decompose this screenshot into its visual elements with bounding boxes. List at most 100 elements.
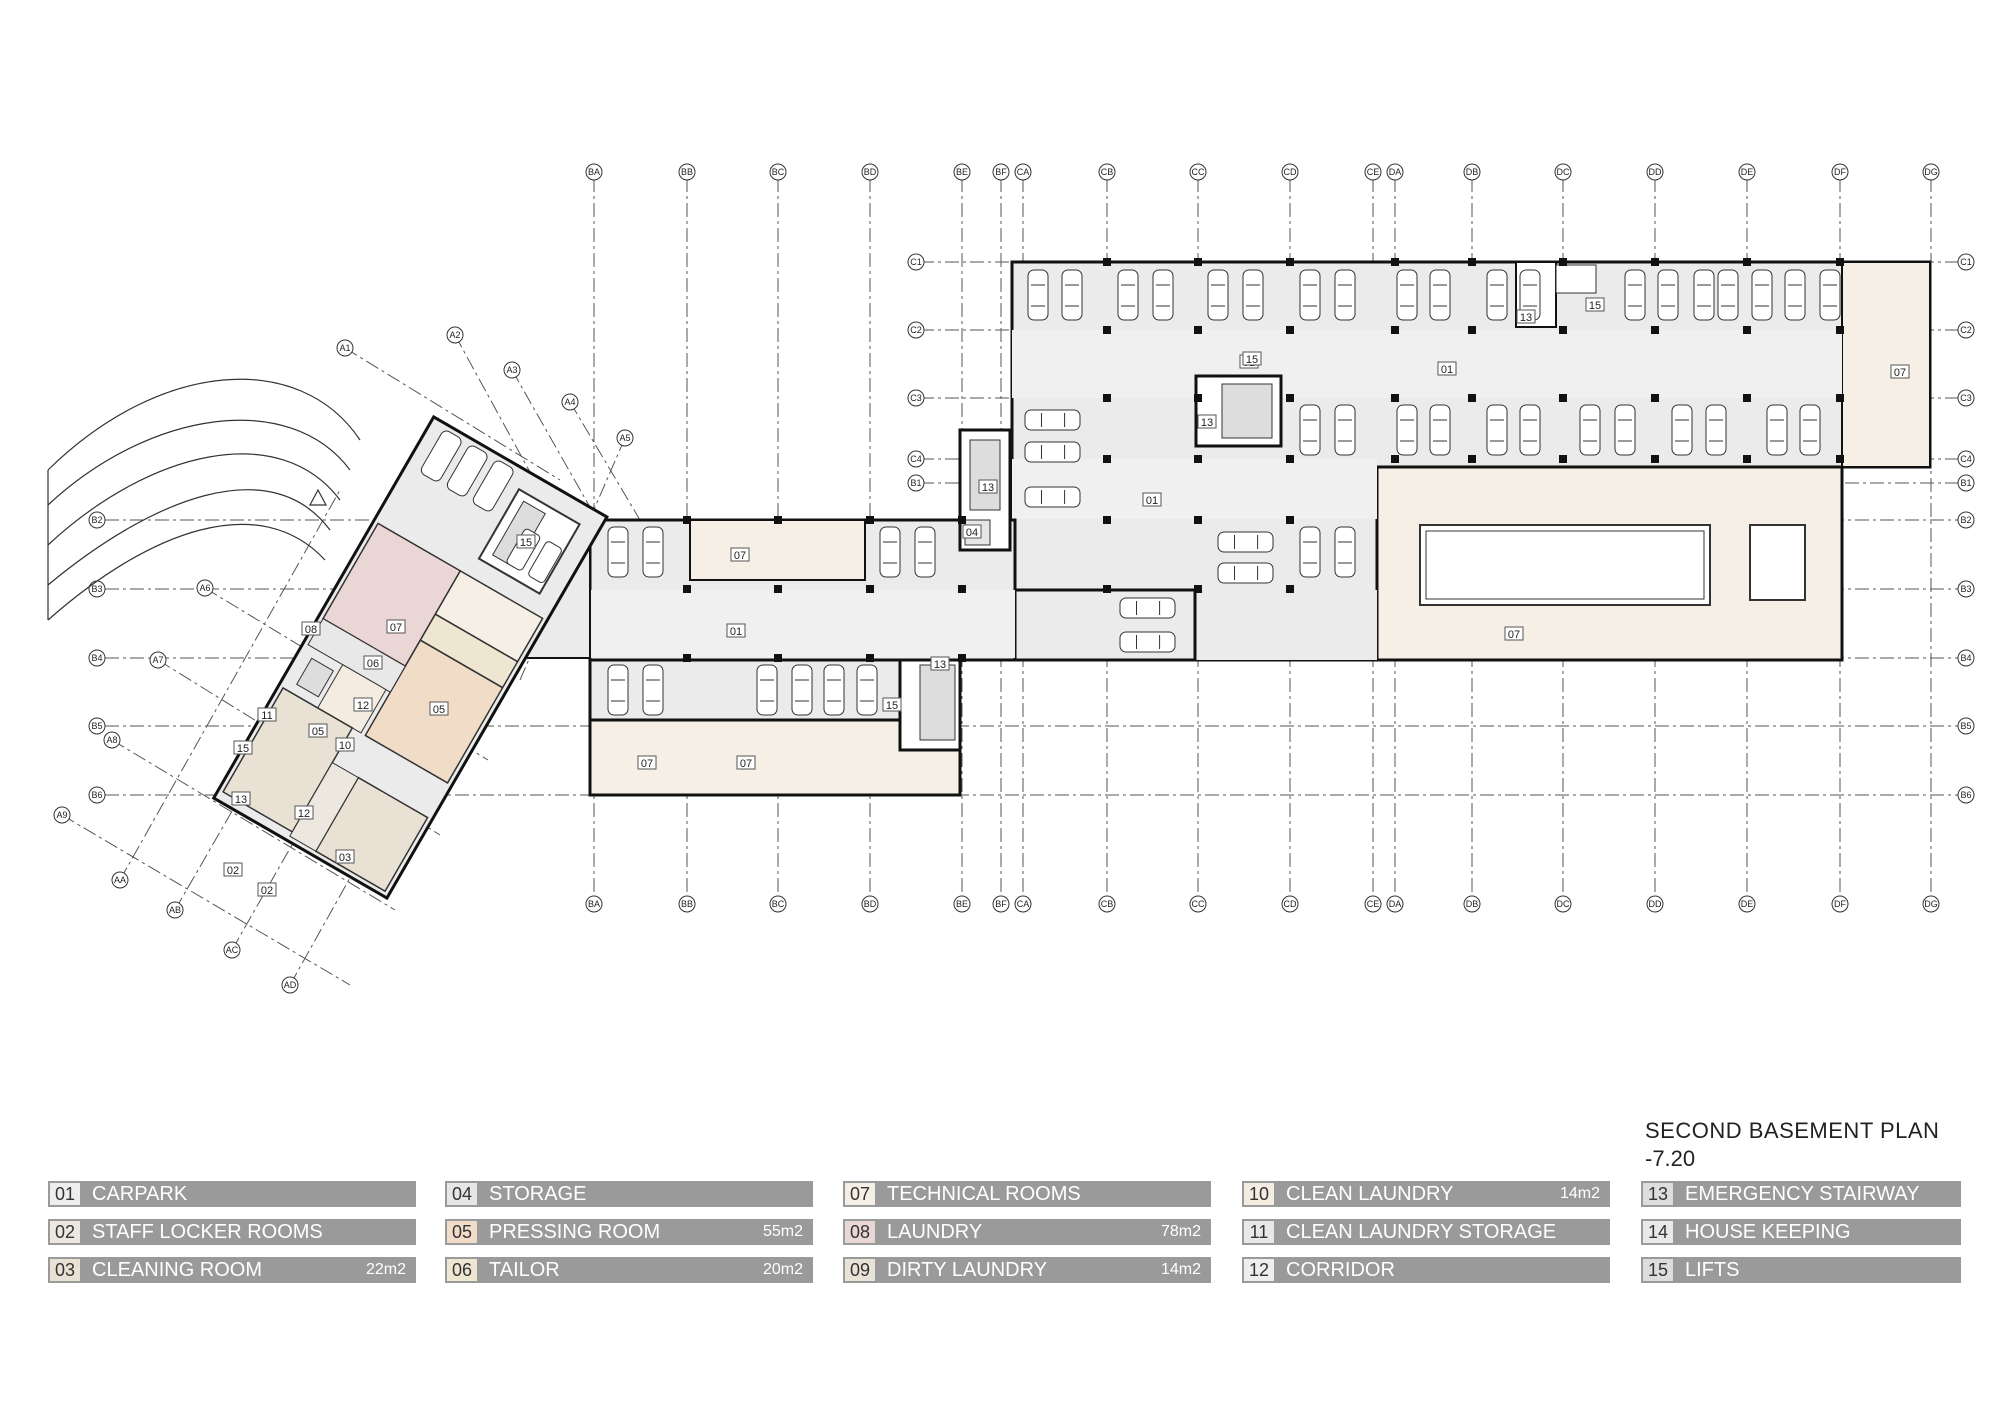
structural-column [683, 654, 691, 662]
svg-text:AB: AB [169, 905, 181, 915]
svg-text:07: 07 [734, 550, 746, 562]
parked-car [1334, 269, 1356, 321]
tag-stair-e: 13 [231, 791, 251, 806]
structural-column [1651, 455, 1659, 463]
grid-bubble-CD-top: CD [1281, 163, 1299, 181]
parked-car [1024, 409, 1081, 431]
svg-text:B6: B6 [91, 790, 102, 800]
parked-car [1217, 562, 1274, 584]
tag-locker-a: 02 [223, 862, 243, 877]
legend-area: 14m2 [1559, 1185, 1600, 1202]
grid-row-bubble-B4: B4 [1957, 649, 1975, 667]
svg-text:C3: C3 [910, 393, 922, 403]
svg-text:15: 15 [237, 743, 249, 755]
svg-text:BF: BF [995, 899, 1007, 909]
legend-code: 10 [1244, 1183, 1274, 1205]
svg-text:BF: BF [995, 167, 1007, 177]
parked-car [1579, 404, 1601, 456]
svg-text:13: 13 [1201, 417, 1213, 429]
legend-code: 03 [50, 1259, 80, 1281]
structural-column [958, 654, 966, 662]
structural-column [1286, 455, 1294, 463]
grid-bubble-CD-bottom: CD [1281, 895, 1299, 913]
legend-code: 01 [50, 1183, 80, 1205]
structural-column [1194, 258, 1202, 266]
svg-text:13: 13 [1520, 312, 1532, 324]
structural-column [1286, 585, 1294, 593]
west-wing-block [211, 414, 609, 901]
structural-column [1194, 516, 1202, 524]
svg-text:CC: CC [1192, 167, 1205, 177]
legend-area: 14m2 [1160, 1261, 1201, 1278]
svg-text:A1: A1 [339, 343, 350, 353]
grid-row-bubble-west-B5: B5 [88, 717, 106, 735]
svg-text:B3: B3 [91, 584, 102, 594]
parked-car [823, 664, 845, 716]
svg-text:CA: CA [1017, 167, 1030, 177]
parked-car [1799, 404, 1821, 456]
parked-car [1486, 269, 1508, 321]
svg-text:03: 03 [339, 852, 351, 864]
structural-column [1286, 258, 1294, 266]
svg-text:12: 12 [298, 808, 310, 820]
legend-name: HOUSE KEEPING [1685, 1221, 1851, 1243]
svg-text:04: 04 [966, 527, 978, 539]
tag-stair-d: 13 [930, 656, 950, 671]
parked-car [1217, 531, 1274, 553]
svg-text:B1: B1 [1960, 478, 1971, 488]
legend-code: 04 [447, 1183, 477, 1205]
tag-pressing: 05 [429, 701, 449, 716]
grid-bubble-CE-bottom: CE [1364, 895, 1382, 913]
structural-column [1286, 326, 1294, 334]
svg-text:C4: C4 [1960, 454, 1972, 464]
grid-bubble-CB-bottom: CB [1098, 895, 1116, 913]
structural-column [1391, 455, 1399, 463]
parked-car [1027, 269, 1049, 321]
parking-bays [420, 269, 1841, 716]
tag-clean-laundry: 10 [335, 737, 355, 752]
svg-text:AD: AD [284, 980, 297, 990]
svg-text:DF: DF [1834, 167, 1846, 177]
svg-text:11: 11 [261, 710, 272, 722]
svg-text:CB: CB [1101, 899, 1114, 909]
parked-car [1766, 404, 1788, 456]
svg-text:B4: B4 [1960, 653, 1971, 663]
tag-tech-d: 07 [637, 755, 657, 770]
tag-lift-b: 15 [1585, 297, 1605, 312]
svg-text:C2: C2 [910, 325, 922, 335]
structural-column [1836, 326, 1844, 334]
structural-columns [683, 258, 1844, 662]
grid-bubble-DE-top: DE [1738, 163, 1756, 181]
parked-car [1117, 269, 1139, 321]
structural-column [1103, 516, 1111, 524]
parked-car [1705, 404, 1727, 456]
legend-item-01: 01 CARPARK [48, 1181, 416, 1207]
svg-text:B4: B4 [91, 653, 102, 663]
structural-column [1836, 455, 1844, 463]
structural-column [1103, 455, 1111, 463]
structural-column [683, 516, 691, 524]
structural-column [1391, 258, 1399, 266]
grid-row-bubble-B2: B2 [1957, 511, 1975, 529]
svg-text:07: 07 [641, 758, 653, 770]
svg-text:07: 07 [1508, 629, 1520, 641]
structural-column [1651, 326, 1659, 334]
structural-column [1559, 258, 1567, 266]
grid-bubble-BA-top: BA [585, 163, 603, 181]
svg-text:CD: CD [1284, 899, 1297, 909]
parked-car [1519, 404, 1541, 456]
grid-bubble-CB-top: CB [1098, 163, 1116, 181]
grid-wing-bubble-A2: A2 [446, 326, 464, 344]
svg-text:BD: BD [864, 899, 877, 909]
structural-column [683, 585, 691, 593]
tag-stair-c: 13 [978, 479, 998, 494]
grid-wing-bubble-A8: A8 [103, 731, 121, 749]
parked-car [642, 526, 664, 578]
structural-column [1468, 394, 1476, 402]
legend-name: CARPARK [92, 1183, 188, 1205]
parked-car [607, 664, 629, 716]
svg-text:DA: DA [1389, 167, 1402, 177]
parked-car [1671, 404, 1693, 456]
